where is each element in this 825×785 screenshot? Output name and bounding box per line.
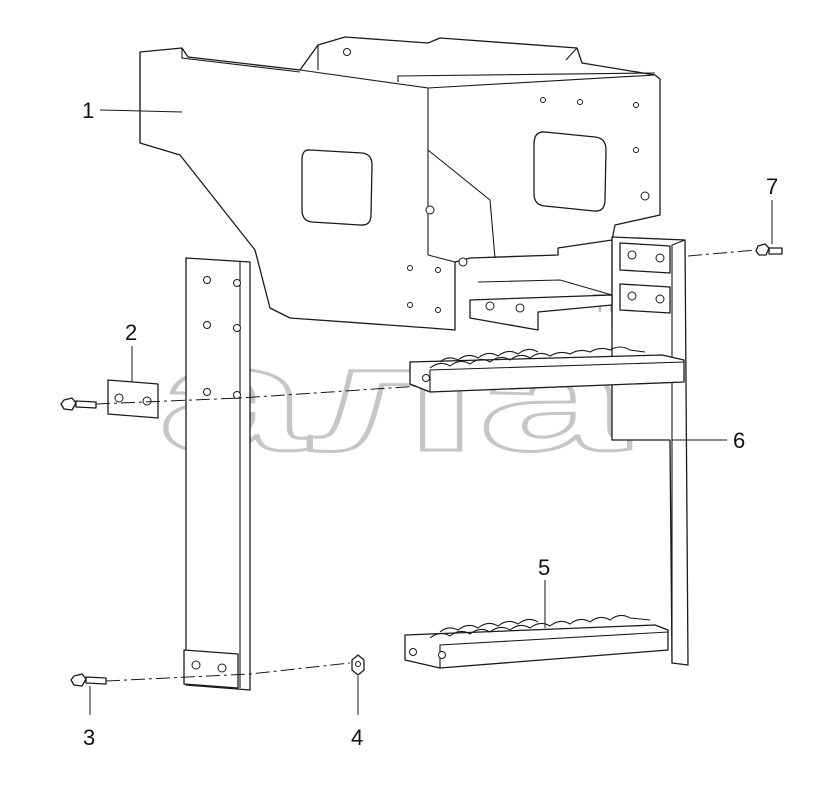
leader-1 bbox=[99, 109, 183, 113]
lower-step-tread bbox=[404, 614, 669, 669]
callout-3: 3 bbox=[83, 725, 95, 750]
callout-2: 2 bbox=[125, 320, 137, 345]
axis-lower bbox=[105, 662, 351, 682]
bolt-left-upper bbox=[60, 397, 97, 411]
right-step-bracket bbox=[469, 236, 689, 666]
nut bbox=[351, 654, 365, 676]
callout-7: 7 bbox=[766, 174, 778, 199]
clamp-plate bbox=[107, 379, 159, 419]
upper-step-tread bbox=[409, 346, 685, 393]
callout-5: 5 bbox=[538, 555, 550, 580]
left-strap bbox=[183, 257, 251, 691]
bolt-right bbox=[755, 243, 783, 256]
axis-right bbox=[687, 249, 757, 257]
bolt-lower bbox=[70, 673, 107, 687]
callout-4: 4 bbox=[351, 725, 363, 750]
axis-upper bbox=[95, 385, 421, 405]
main-bracket bbox=[139, 36, 661, 331]
callout-1: 1 bbox=[82, 98, 94, 123]
callout-6: 6 bbox=[733, 428, 745, 453]
